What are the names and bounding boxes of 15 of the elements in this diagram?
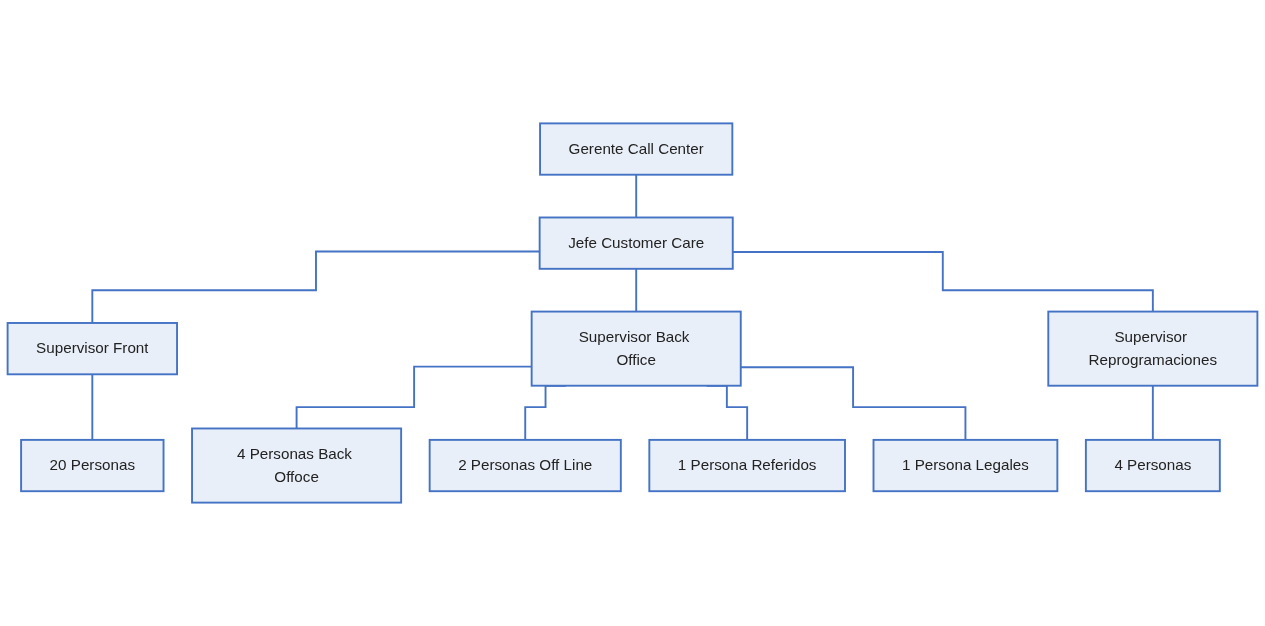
- node-box: 4 Personas Back Offoce: [191, 427, 403, 504]
- node-box: 20 Personas: [20, 438, 165, 493]
- connector: [91, 373, 94, 441]
- node-box: 1 Persona Legales: [872, 438, 1059, 493]
- node-box: 4 Personas: [1084, 438, 1221, 493]
- node-box: Supervisor Reprogramaciones: [1047, 310, 1259, 387]
- node-box: Supervisor Front: [6, 322, 178, 376]
- node-box: Jefe Customer Care: [538, 216, 734, 270]
- connector: [635, 173, 638, 219]
- node-box: Gerente Call Center: [539, 122, 734, 176]
- node-box: Supervisor Back Office: [530, 310, 742, 387]
- connector: [635, 267, 638, 313]
- connector: [1151, 384, 1154, 441]
- node-box: 1 Persona Referidos: [648, 438, 846, 493]
- node-box: 2 Personas Off Line: [428, 438, 622, 493]
